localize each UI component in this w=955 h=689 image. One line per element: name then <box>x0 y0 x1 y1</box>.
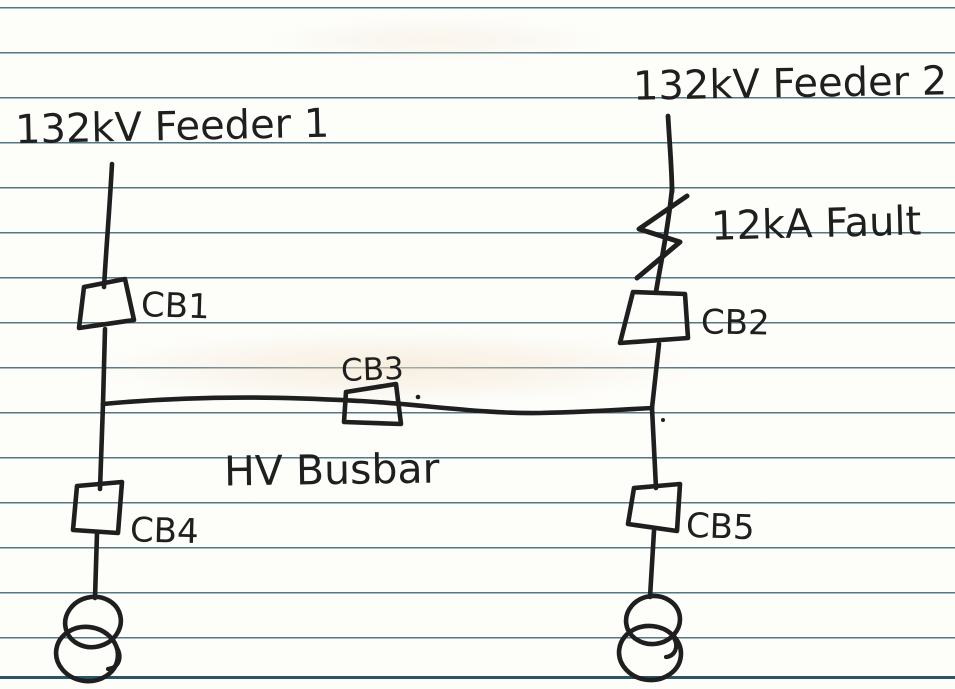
transformer-2-symbol <box>616 593 684 683</box>
circuit-breaker-4-symbol <box>70 479 125 536</box>
transformer-1-pen-curl <box>105 643 122 672</box>
transformer-2-winding-top <box>623 593 683 647</box>
feeder-1-label: 132kV Feeder 1 <box>15 101 330 154</box>
transformer-2-lead-line <box>647 528 657 600</box>
pen-dot <box>661 418 665 422</box>
feeder-2-drop-line <box>649 405 659 491</box>
circuit-breaker-3-label: CB3 <box>340 351 404 389</box>
busbar-line <box>100 395 655 416</box>
pen-dot <box>415 394 421 400</box>
feeder-1-group: 132kV Feeder 1 CB1 CB4 <box>15 101 330 684</box>
circuit-breaker-2-label: CB2 <box>701 302 770 343</box>
transformer-1-winding-top <box>62 594 124 650</box>
circuit-breaker-2-symbol <box>617 289 691 346</box>
feeder-2-line <box>665 113 675 195</box>
transformer-2-winding-bottom <box>616 623 684 683</box>
scan-smudge <box>270 20 600 60</box>
circuit-breaker-1-symbol <box>76 276 137 331</box>
busbar-label: HV Busbar <box>224 444 440 495</box>
transformer-2-pen-curl <box>663 635 679 660</box>
fault-zigzag-icon <box>634 193 690 281</box>
circuit-breaker-1-label: CB1 <box>140 285 210 327</box>
feeder-2-group: 132kV Feeder 2 12kA Fault CB2 CB5 <box>616 58 948 683</box>
page-bottom-edge <box>0 676 955 679</box>
transformer-1-symbol <box>53 594 124 684</box>
circuit-breaker-5-symbol <box>625 481 683 534</box>
circuit-breaker-4-label: CB4 <box>129 510 199 552</box>
feeder-1-line-lower <box>100 326 108 407</box>
circuit-breaker-3-symbol <box>341 381 404 427</box>
feeder-1-line <box>101 161 115 290</box>
busbar-group: CB3 HV Busbar <box>100 351 665 495</box>
feeder-2-label: 132kV Feeder 2 <box>633 58 948 109</box>
feeder-2-line-lower <box>649 341 662 411</box>
transformer-1-lead-line <box>92 530 100 601</box>
feeder-1-drop-line <box>97 401 106 492</box>
fault-label: 12kA Fault <box>710 198 921 249</box>
circuit-breaker-5-label: CB5 <box>685 506 755 548</box>
transformer-1-winding-bottom <box>53 624 121 684</box>
feeder-2-line-through-fault <box>653 186 675 295</box>
